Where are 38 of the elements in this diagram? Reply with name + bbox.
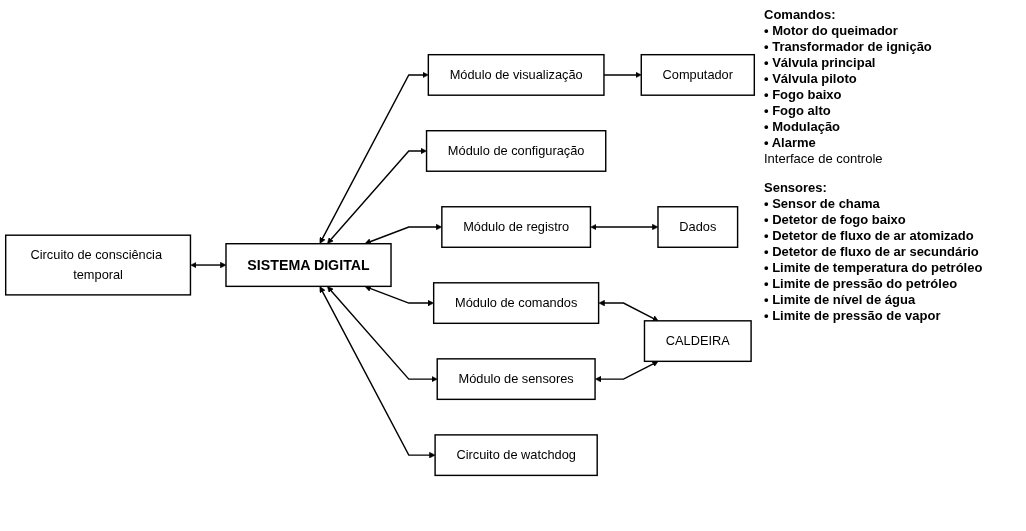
node-box: Circuito de watchdog bbox=[434, 434, 598, 477]
arrow bbox=[595, 361, 659, 383]
list-item: • Limite de temperatura do petróleo bbox=[764, 260, 984, 275]
list-heading: Comandos: bbox=[764, 7, 837, 22]
node-box: Dados bbox=[657, 206, 739, 249]
arrow bbox=[319, 72, 429, 245]
node-box: Circuito de consciência temporal bbox=[5, 234, 192, 297]
list-item: • Fogo baixo bbox=[764, 87, 843, 102]
list-item: • Limite de nível de água bbox=[764, 292, 917, 307]
arrow bbox=[364, 286, 434, 307]
list-item: • Detetor de fluxo de ar atomizado bbox=[764, 228, 975, 243]
node-box: CALDEIRA bbox=[643, 320, 752, 363]
arrow bbox=[327, 286, 438, 383]
section-label: Interface de controle bbox=[764, 151, 884, 166]
list-item: • Limite de pressão de vapor bbox=[764, 308, 942, 323]
node-box: Módulo de visualização bbox=[427, 54, 605, 97]
node-box: Módulo de comandos bbox=[432, 282, 600, 325]
arrow bbox=[319, 286, 436, 459]
list-item: • Válvula principal bbox=[764, 55, 877, 70]
list-item: • Válvula piloto bbox=[764, 71, 858, 86]
node-box: Módulo de registro bbox=[441, 206, 592, 249]
node-box: SISTEMA DIGITAL bbox=[225, 243, 392, 288]
node-box: Módulo de configuração bbox=[425, 130, 607, 173]
arrow bbox=[598, 300, 659, 322]
list-item: • Detetor de fogo baixo bbox=[764, 212, 907, 227]
list-item: • Detetor de fluxo de ar secundário bbox=[764, 244, 980, 259]
node-box: Módulo de sensores bbox=[436, 358, 596, 401]
node-box: Computador bbox=[640, 54, 755, 97]
arrow bbox=[603, 72, 642, 79]
arrow bbox=[327, 148, 427, 245]
list-item: • Sensor de chama bbox=[764, 196, 881, 211]
list-item: • Transformador de ignição bbox=[764, 39, 933, 54]
list-heading: Sensores: bbox=[764, 180, 828, 195]
list-item: • Motor do queimador bbox=[764, 23, 899, 38]
list-item: • Fogo alto bbox=[764, 103, 832, 118]
list-item: • Modulação bbox=[764, 119, 842, 134]
list-item: • Limite de pressão do petróleo bbox=[764, 276, 959, 291]
list-item: • Alarme bbox=[764, 135, 817, 150]
